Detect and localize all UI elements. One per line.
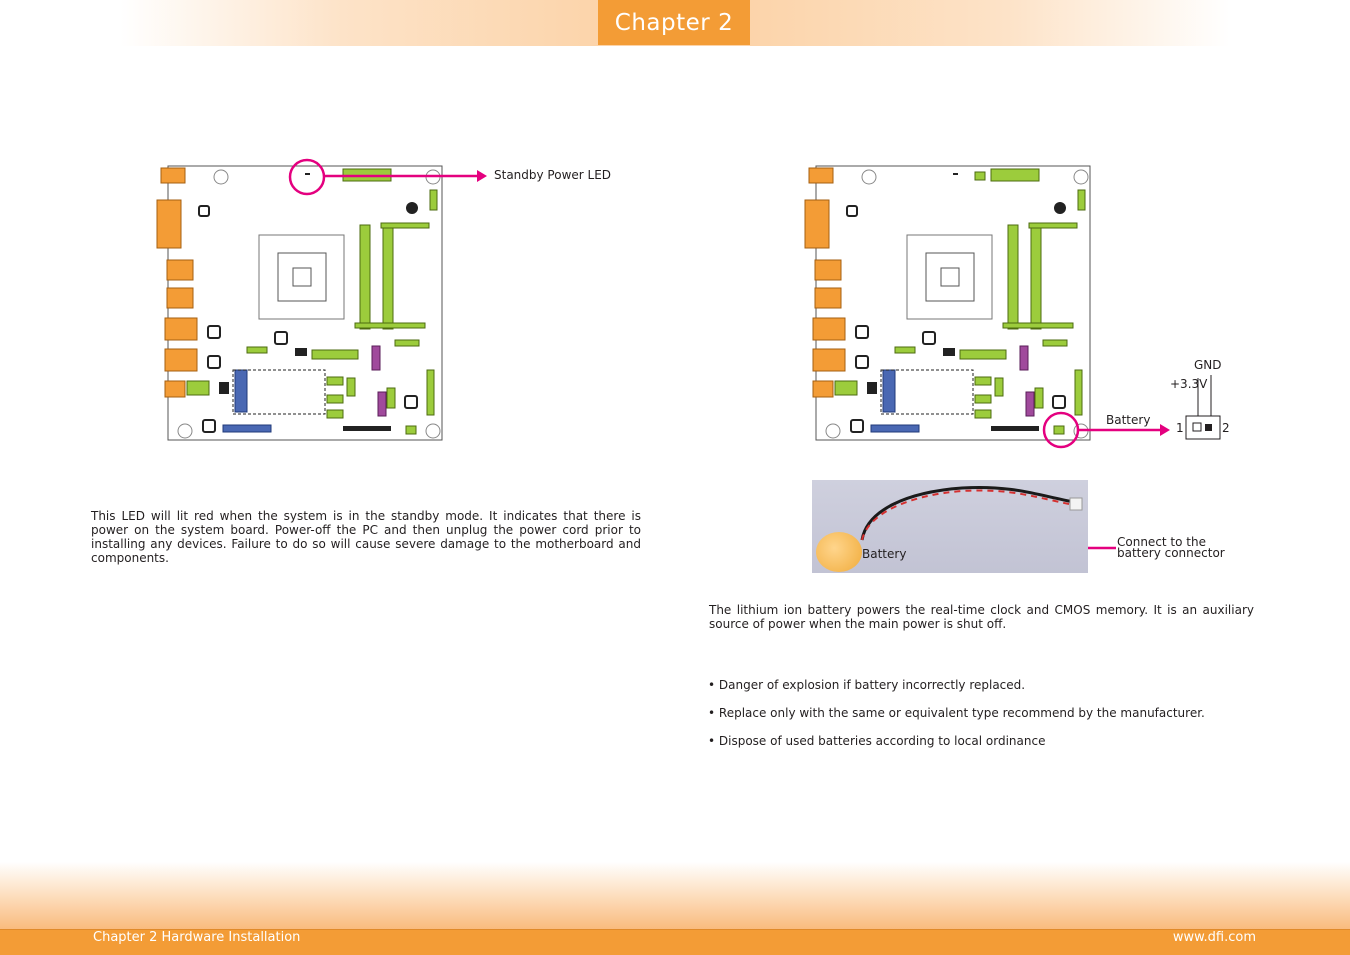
right-motherboard-diagram <box>804 165 1170 449</box>
bullet-item-3: • Dispose of used batteries according to… <box>708 734 1046 748</box>
connect-leader-line <box>1088 546 1116 550</box>
battery-callout-label: Battery <box>1106 413 1151 427</box>
pin-3v3-label: +3.3V <box>1170 377 1208 391</box>
left-motherboard-diagram <box>156 158 487 441</box>
battery-connector-pin-diagram <box>1185 375 1221 440</box>
left-paragraph: This LED will lit red when the system is… <box>91 509 641 565</box>
battery-photo: Battery <box>812 480 1088 573</box>
right-paragraph: The lithium ion battery powers the real-… <box>709 603 1254 631</box>
standby-power-led-label: Standby Power LED <box>494 168 612 182</box>
pin-gnd-label: GND <box>1194 358 1222 372</box>
bullet-item-2: • Replace only with the same or equivale… <box>708 706 1205 720</box>
pin-2-label: 2 <box>1222 421 1230 435</box>
connect-label-line2: battery connector <box>1117 546 1225 560</box>
connect-label-line1: Connect to the <box>1117 535 1206 549</box>
footer-bar <box>0 929 1350 955</box>
pin-1-label: 1 <box>1176 421 1184 435</box>
chapter-tab: Chapter 2 <box>598 0 750 45</box>
footer-band <box>0 862 1350 932</box>
footer-chapter-title: Chapter 2 Hardware Installation <box>93 930 301 945</box>
bullet-item-1: • Danger of explosion if battery incorre… <box>708 678 1026 692</box>
coin-battery <box>816 532 862 572</box>
footer-website-link[interactable]: www.dfi.com <box>1172 930 1256 945</box>
photo-battery-label: Battery <box>862 547 907 561</box>
